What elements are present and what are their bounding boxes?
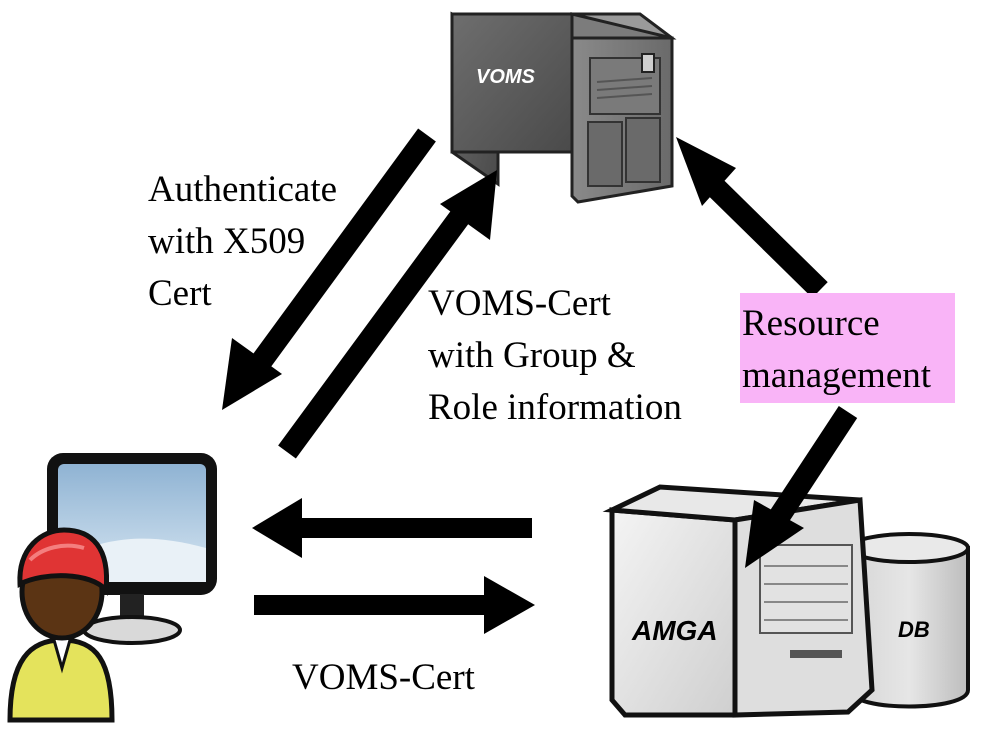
amga-to-user-arrow — [252, 498, 532, 558]
authenticate-label: Authenticate with X509 Cert — [148, 169, 338, 314]
voms-server-label: VOMS — [476, 66, 536, 88]
resource-management-highlight — [740, 293, 955, 403]
amga-server-icon: DB AMGA — [602, 484, 970, 718]
database-label: DB — [898, 617, 930, 642]
resource-management-down-arrow — [745, 405, 858, 568]
authenticate-arrow — [222, 128, 436, 410]
voms-cert-label: VOMS-Cert — [292, 657, 475, 698]
resource-management-label: Resource management — [742, 303, 932, 396]
user-workstation-icon — [7, 453, 217, 723]
voms-server-icon: VOMS — [450, 11, 677, 204]
voms-cert-return-arrow — [278, 170, 497, 459]
user-to-amga-arrow — [254, 576, 535, 634]
voms-cert-group-role-label: VOMS-Cert with Group & Role information — [428, 283, 682, 428]
amga-server-label: AMGA — [631, 615, 718, 646]
resource-management-up-arrow — [676, 137, 828, 298]
database-cylinder-icon: DB — [848, 532, 970, 709]
